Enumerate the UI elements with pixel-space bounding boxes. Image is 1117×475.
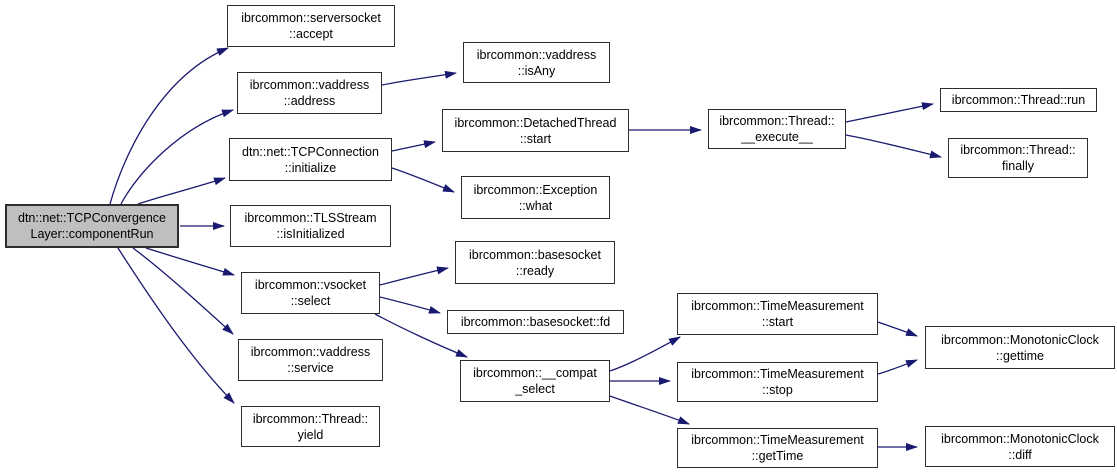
node-label-line: ibrcommon::TLSStream [244,211,377,225]
edge-initialize-what [391,167,455,193]
node-label-line: _select [515,382,555,396]
node-label-line: Layer::componentRun [30,227,154,241]
node-label-line: ibrcommon::__compat [473,366,597,380]
node-thread-finally[interactable]: ibrcommon::Thread:: finally [948,138,1088,178]
node-compat-select[interactable]: ibrcommon::__compat _select [460,360,610,402]
edge-componentRun-accept [109,47,229,205]
node-timemeasurement-start[interactable]: ibrcommon::TimeMeasurement ::start [677,293,878,335]
node-vaddress-address[interactable]: ibrcommon::vaddress ::address [237,72,382,114]
node-label-line: finally [1002,159,1034,173]
node-label-line: ibrcommon::Thread:: [719,114,835,128]
node-detachedthread-start[interactable]: ibrcommon::DetachedThread ::start [442,109,629,152]
node-label-line: ::isInitialized [276,227,345,241]
node-tlsstream-isinitialized[interactable]: ibrcommon::TLSStream ::isInitialized [230,205,391,247]
node-label-line: ibrcommon::MonotonicClock [941,431,1099,446]
node-label-line: ibrcommon::MonotonicClock [941,332,1099,347]
edge-compatSelect-tmGetTime [609,395,690,425]
node-thread-execute[interactable]: ibrcommon::Thread:: __execute__ [708,109,846,149]
node-timemeasurement-stop[interactable]: ibrcommon::TimeMeasurement ::stop [677,362,878,402]
node-label-line: ibrcommon::TimeMeasurement [691,299,864,313]
node-label-line: ::diff [1008,447,1032,462]
node-label-line: ::isAny [517,63,556,78]
node-label-line: ::address [283,94,336,108]
node-label-line: ibrcommon::vaddress [249,78,370,92]
node-label-line: ::ready [515,263,555,278]
edge-select-compatSelect [374,313,468,358]
edge-tmStart-mcGettime [877,321,918,337]
node-label-line: ibrcommon::TimeMeasurement [691,433,864,447]
node-label-line: ibrcommon::Thread::run [951,93,1086,107]
edge-select-fd [379,296,441,314]
node-timemeasurement-gettime[interactable]: ibrcommon::TimeMeasurement ::getTime [677,428,878,468]
edge-select-ready [379,266,449,286]
node-label-line: dtn::net::TCPConnection [242,144,379,159]
node-label-line: ibrcommon::vaddress [250,345,371,359]
edge-execute-finally [845,134,942,159]
edge-execute-run [845,102,934,123]
edge-componentRun-select [145,247,235,276]
node-label-line: ::what [518,198,553,213]
node-label-line: ::start [519,131,552,146]
node-label-line: __execute__ [741,130,813,144]
node-tcpconnection-initialize[interactable]: dtn::net::TCPConnection ::initialize [229,138,392,181]
node-label-line: ::accept [289,27,333,41]
node-label-line: ibrcommon::vsocket [254,278,367,292]
node-exception-what[interactable]: ibrcommon::Exception ::what [461,176,610,219]
node-thread-yield[interactable]: ibrcommon::Thread:: yield [241,406,380,447]
node-label-line: ibrcommon::TimeMeasurement [691,367,864,381]
node-monotonicclock-diff[interactable]: ibrcommon::MonotonicClock ::diff [925,426,1115,467]
node-label-line: ::select [290,294,331,308]
edge-tmStop-mcGettime [877,359,918,375]
node-label-line: ibrcommon::basesocket::fd [460,315,611,329]
edge-address-isAny [381,70,457,86]
node-vaddress-service[interactable]: ibrcommon::vaddress ::service [238,339,383,381]
node-vaddress-isany[interactable]: ibrcommon::vaddress ::isAny [463,42,610,83]
node-vsocket-select[interactable]: ibrcommon::vsocket ::select [241,272,380,314]
edge-componentRun-service [132,247,234,335]
edge-compatSelect-tmStart [609,336,681,372]
node-label-line: ibrcommon::serversocket [241,11,381,25]
node-label-line: ::initialize [284,160,337,175]
node-serversocket-accept[interactable]: ibrcommon::serversocket ::accept [227,5,395,47]
node-label-line: ibrcommon::Exception [473,182,598,197]
node-label-line: ::start [761,315,794,329]
node-label-line: ibrcommon::DetachedThread [454,115,617,130]
edge-initialize-detachedStart [391,140,436,152]
edge-componentRun-yield [117,247,235,404]
edge-componentRun-address [120,109,234,205]
node-tcpconvergencelayer-componentrun[interactable]: dtn::net::TCPConvergence Layer::componen… [5,204,179,248]
node-label-line: yield [297,427,324,442]
node-label-line: ::stop [762,383,793,397]
node-basesocket-ready[interactable]: ibrcommon::basesocket ::ready [455,241,615,284]
node-monotonicclock-gettime[interactable]: ibrcommon::MonotonicClock ::gettime [925,326,1115,369]
node-label-line: ibrcommon::Thread:: [960,143,1076,157]
node-label-line: ::gettime [996,348,1044,363]
node-label-line: dtn::net::TCPConvergence [18,211,166,225]
node-label-line: ::service [287,361,334,375]
node-label-line: ibrcommon::Thread:: [252,411,369,426]
edge-componentRun-initialize [137,177,226,205]
node-basesocket-fd[interactable]: ibrcommon::basesocket::fd [447,310,624,334]
node-label-line: ibrcommon::basesocket [468,247,601,262]
node-label-line: ibrcommon::vaddress [476,47,597,62]
node-thread-run[interactable]: ibrcommon::Thread::run [940,88,1097,112]
node-label-line: ::getTime [751,449,804,463]
